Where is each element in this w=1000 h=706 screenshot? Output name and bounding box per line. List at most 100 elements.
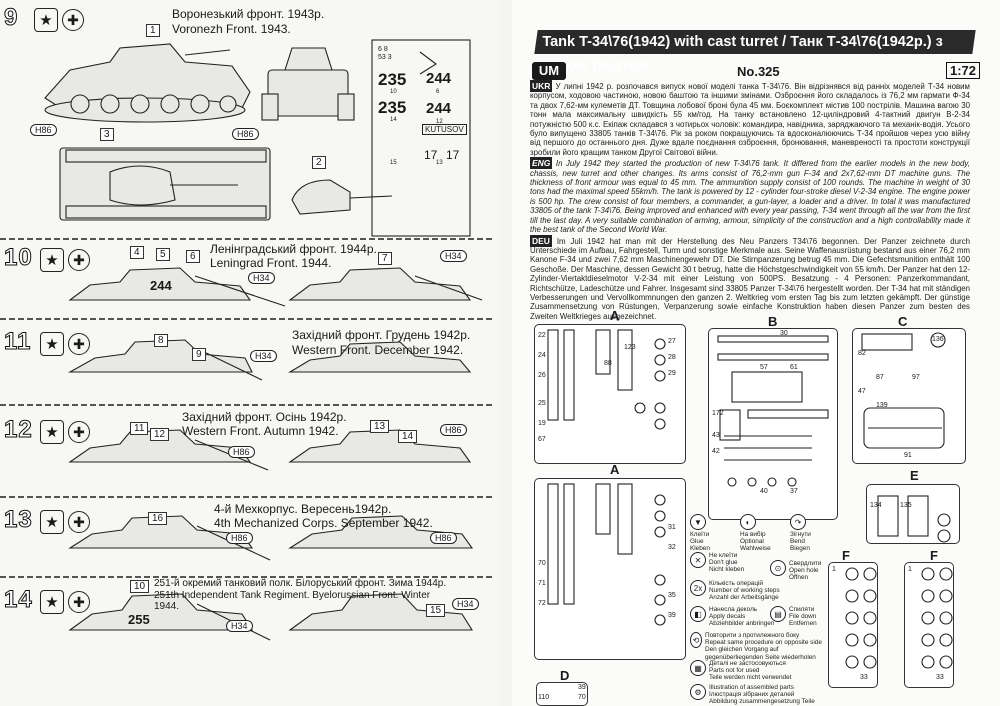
part-number: 61	[790, 364, 798, 371]
bend-icon: ↷	[790, 514, 806, 530]
star-icon: ★	[40, 510, 64, 534]
divider	[0, 404, 492, 406]
decal-slogan: KUTUSOV	[422, 124, 467, 135]
part-number: 27	[668, 338, 676, 345]
part-number: 35	[668, 592, 676, 599]
kit-title-bar: Tank T-34\76(1942) with cast turret / Та…	[534, 30, 976, 74]
part-number: 43	[712, 432, 720, 439]
turret-detail	[291, 179, 393, 215]
part-number: 57	[760, 364, 768, 371]
part-number: 39	[668, 612, 676, 619]
part-number: 67	[538, 436, 546, 443]
star-icon: ★	[40, 248, 64, 272]
plus-icon: ✚	[68, 333, 90, 355]
part-number: 123	[624, 344, 636, 351]
sprue-c	[852, 328, 966, 464]
color-tag: H34	[248, 272, 275, 284]
step-number-9: 9	[3, 4, 19, 32]
history-text: UKR У липні 1942 р. розпочався випуск но…	[530, 80, 970, 321]
sprue-e-parts	[877, 495, 951, 543]
callout: 3	[100, 128, 114, 141]
part-number: 26	[538, 372, 546, 379]
step-number-10: 10	[4, 244, 33, 272]
decal-index: 14	[390, 117, 397, 123]
step-number-14: 14	[4, 586, 33, 614]
part-number: 30	[780, 330, 788, 337]
part-number: 47	[858, 388, 866, 395]
hull-number: 244	[150, 278, 172, 293]
part-number: 25	[538, 400, 546, 407]
part-number: 88	[604, 360, 612, 367]
decal-235: 235	[378, 98, 407, 117]
part-number: 82	[858, 350, 866, 357]
no-glue-icon: ✕	[690, 552, 706, 568]
color-tag: H34	[250, 350, 277, 362]
callout: 5	[156, 248, 170, 261]
decal-mark: 17	[446, 148, 460, 162]
star-icon: ★	[40, 332, 64, 356]
step-number-12: 12	[4, 416, 33, 444]
step-9-title-ua: Воронезький фронт. 1943р.	[172, 7, 325, 21]
step-number-13: 13	[4, 506, 33, 534]
paragraph-text: Im Juli 1942 hat man mit der Herstellung…	[530, 236, 970, 321]
part-number: 37	[790, 488, 798, 495]
decal-index: 13	[436, 160, 443, 166]
decal-244: 244	[426, 70, 452, 87]
star-icon: ★	[40, 420, 64, 444]
callout: 13	[370, 420, 390, 433]
repeat-count-icon: 2x	[690, 580, 706, 596]
part-number: 172	[712, 410, 724, 417]
plus-icon: ✚	[68, 249, 90, 271]
part-number: 24	[538, 352, 546, 359]
color-tag: H86	[440, 424, 467, 436]
tank-side-view	[68, 429, 472, 471]
callout: 6	[186, 250, 200, 263]
sprue-letter: A	[610, 308, 620, 323]
part-number: 32	[668, 544, 676, 551]
star-icon: ★	[40, 590, 64, 614]
step-13-title-ua: 4-й Мехкорпус. Вересень1942р.	[214, 502, 392, 516]
part-number: 97	[912, 374, 920, 381]
step-11-title-en: Western Front. December 1942.	[292, 343, 464, 357]
divider	[0, 496, 492, 498]
decal-244: 244	[426, 100, 452, 117]
markings-sheet: 9 ★ ✚ Воронезький фронт. 1943р. Voronezh…	[0, 3, 492, 641]
glue-icon: ▼	[690, 514, 706, 530]
callout: 8	[154, 334, 168, 347]
part-number: 39	[578, 684, 586, 691]
part-number: 22	[538, 332, 546, 339]
brand-logo: UM	[532, 62, 566, 80]
callout: 4	[130, 246, 144, 259]
part-number: 42	[712, 448, 720, 455]
callout: 12	[150, 428, 170, 441]
decal-index: 10	[390, 89, 397, 95]
part-number: 110	[538, 694, 550, 701]
sprue-details	[547, 329, 953, 669]
sprue-letter: F	[842, 548, 850, 563]
color-tag: H86	[30, 124, 57, 136]
sprue-letter: F	[930, 548, 938, 563]
part-number: 136	[932, 336, 944, 343]
tank-top-view	[59, 147, 271, 221]
step-14-title-ua: 251-й окремий танковий полк. Білоруський…	[154, 578, 447, 589]
step-12-title-en: Western Front. Autumn 1942.	[182, 424, 339, 438]
part-number: 71	[538, 580, 546, 587]
part-number: 70	[578, 694, 586, 701]
step-12-title-ua: Західний фронт. Осінь 1942р.	[182, 410, 347, 424]
color-tag: H86	[228, 446, 255, 458]
part-number: 139	[876, 402, 888, 409]
part-number: 33	[860, 674, 868, 681]
hull-number: 255	[128, 612, 150, 627]
sprue-letter: B	[768, 314, 778, 329]
step-14-title-en: 251th Independent Tank Regiment. Byeloru…	[154, 590, 431, 612]
callout: 16	[148, 512, 168, 525]
part-number: 70	[538, 560, 546, 567]
sprue-c-parts	[861, 332, 946, 449]
sprue-f	[828, 562, 878, 688]
sprue-letter: A	[610, 462, 620, 477]
